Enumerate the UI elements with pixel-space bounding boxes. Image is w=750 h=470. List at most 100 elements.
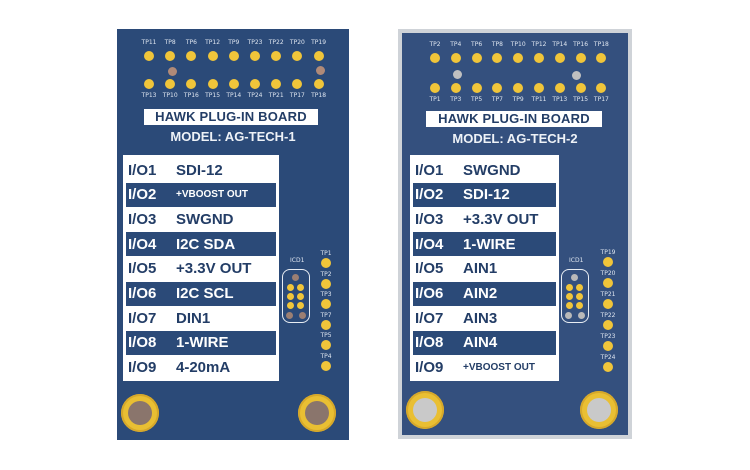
test-point-pad: [292, 79, 303, 89]
test-point-label: TP3: [320, 291, 332, 298]
test-point-pad: [271, 51, 282, 61]
alignment-hole: [168, 67, 177, 76]
test-point-pad: [313, 79, 324, 89]
test-point-pad: [144, 51, 154, 61]
test-point-label: TP22: [268, 39, 284, 46]
io-function-label: +VBOOST OUT: [176, 189, 248, 201]
io-pin-label: I/O8: [128, 334, 157, 352]
io-pin-label: I/O9: [128, 359, 157, 377]
io-pin-label: I/O6: [415, 285, 444, 302]
test-point-pad: [575, 53, 586, 63]
test-point-pad: [603, 257, 613, 267]
board-title: HAWK PLUG-IN BOARD: [144, 109, 318, 125]
io-pin-label: I/O7: [415, 309, 444, 327]
test-point-label: TP16: [573, 41, 589, 48]
test-point-label: TP17: [593, 96, 609, 103]
test-point-pad: [603, 320, 613, 330]
test-point-label: TP14: [552, 41, 568, 48]
mounting-hole-right: [298, 394, 336, 432]
test-point-label: TP22: [600, 312, 616, 319]
mounting-hole-left: [121, 394, 159, 432]
mounting-hole-right: [580, 391, 618, 429]
test-point-pad: [554, 53, 565, 63]
test-point-pad: [207, 79, 218, 89]
test-point-label: TP21: [268, 92, 284, 99]
test-point-pad: [207, 51, 218, 61]
io-function-label: SWGND: [176, 210, 234, 228]
io-row: I/O9+VBOOST OUT: [410, 356, 559, 380]
icd-hole: [292, 274, 299, 281]
test-point-label: TP14: [226, 92, 242, 99]
test-point-pad: [554, 83, 565, 93]
test-point-pad: [492, 83, 503, 93]
test-point-pad: [471, 53, 482, 63]
io-pin-label: I/O1: [415, 161, 444, 179]
io-pin-label: I/O8: [415, 334, 444, 352]
test-point-label: TP15: [573, 96, 589, 103]
icd-pin: [566, 284, 573, 291]
mounting-hole-left: [406, 391, 444, 429]
io-function-label: AIN3: [463, 309, 498, 327]
test-point-label: TP18: [311, 92, 327, 99]
test-point-pad: [165, 79, 176, 89]
test-point-pad: [186, 79, 197, 89]
test-point-label: TP1: [320, 250, 332, 257]
io-function-label: +VBOOST OUT: [463, 362, 535, 374]
test-point-label: TP1: [429, 96, 441, 103]
test-point-pad: [228, 51, 239, 61]
test-point-pad: [228, 79, 239, 89]
io-function-label: I2C SDA: [176, 235, 236, 253]
test-point-label: TP7: [320, 311, 332, 319]
icd-pin: [566, 293, 573, 300]
test-point-label: TP19: [600, 249, 616, 256]
test-point-label: TP2: [320, 270, 332, 278]
test-point-pad: [250, 51, 260, 61]
icd-hole: [565, 312, 572, 319]
test-point-pad: [596, 83, 607, 93]
io-function-label: SDI-12: [463, 186, 510, 204]
io-pin-label: I/O2: [415, 186, 444, 204]
icd-pin: [287, 293, 294, 300]
alignment-hole: [316, 66, 325, 75]
test-point-label: TP3: [450, 96, 462, 103]
test-point-pad: [430, 83, 440, 93]
test-point-label: TP8: [164, 39, 176, 46]
io-function-label: DIN1: [176, 309, 211, 327]
test-point-label: TP23: [600, 333, 616, 340]
test-point-pad: [534, 83, 544, 93]
icd-pin: [576, 293, 583, 300]
io-function-label: I2C SCL: [176, 285, 234, 302]
test-point-label: TP4: [450, 41, 462, 48]
io-function-label: AIN4: [463, 334, 498, 352]
io-row: I/O2 SDI-12: [413, 182, 556, 207]
test-point-label: TP13: [141, 92, 157, 99]
test-point-pad: [513, 53, 524, 63]
test-point-label: TP12: [531, 41, 547, 48]
io-row: I/O5+3.3V OUT: [123, 257, 279, 281]
test-point-label: TP18: [593, 41, 609, 48]
test-point-label: TP2: [429, 41, 441, 48]
test-point-pad: [603, 362, 613, 372]
test-point-pad: [321, 258, 331, 268]
io-function-label: +3.3V OUT: [176, 260, 252, 278]
test-point-label: TP15: [205, 92, 221, 99]
board-model: MODEL: AG-TECH-2: [452, 131, 578, 146]
icd-pin: [566, 302, 573, 309]
test-point-pad: [292, 51, 303, 61]
io-row: I/O7 AIN3: [410, 306, 559, 330]
io-pin-label: I/O4: [128, 235, 157, 253]
test-point-pad: [603, 299, 613, 309]
board-model: MODEL: AG-TECH-1: [170, 129, 296, 144]
test-point-pad: [165, 51, 176, 61]
test-point-label: TP23: [247, 39, 263, 46]
icd-pin: [576, 302, 583, 309]
